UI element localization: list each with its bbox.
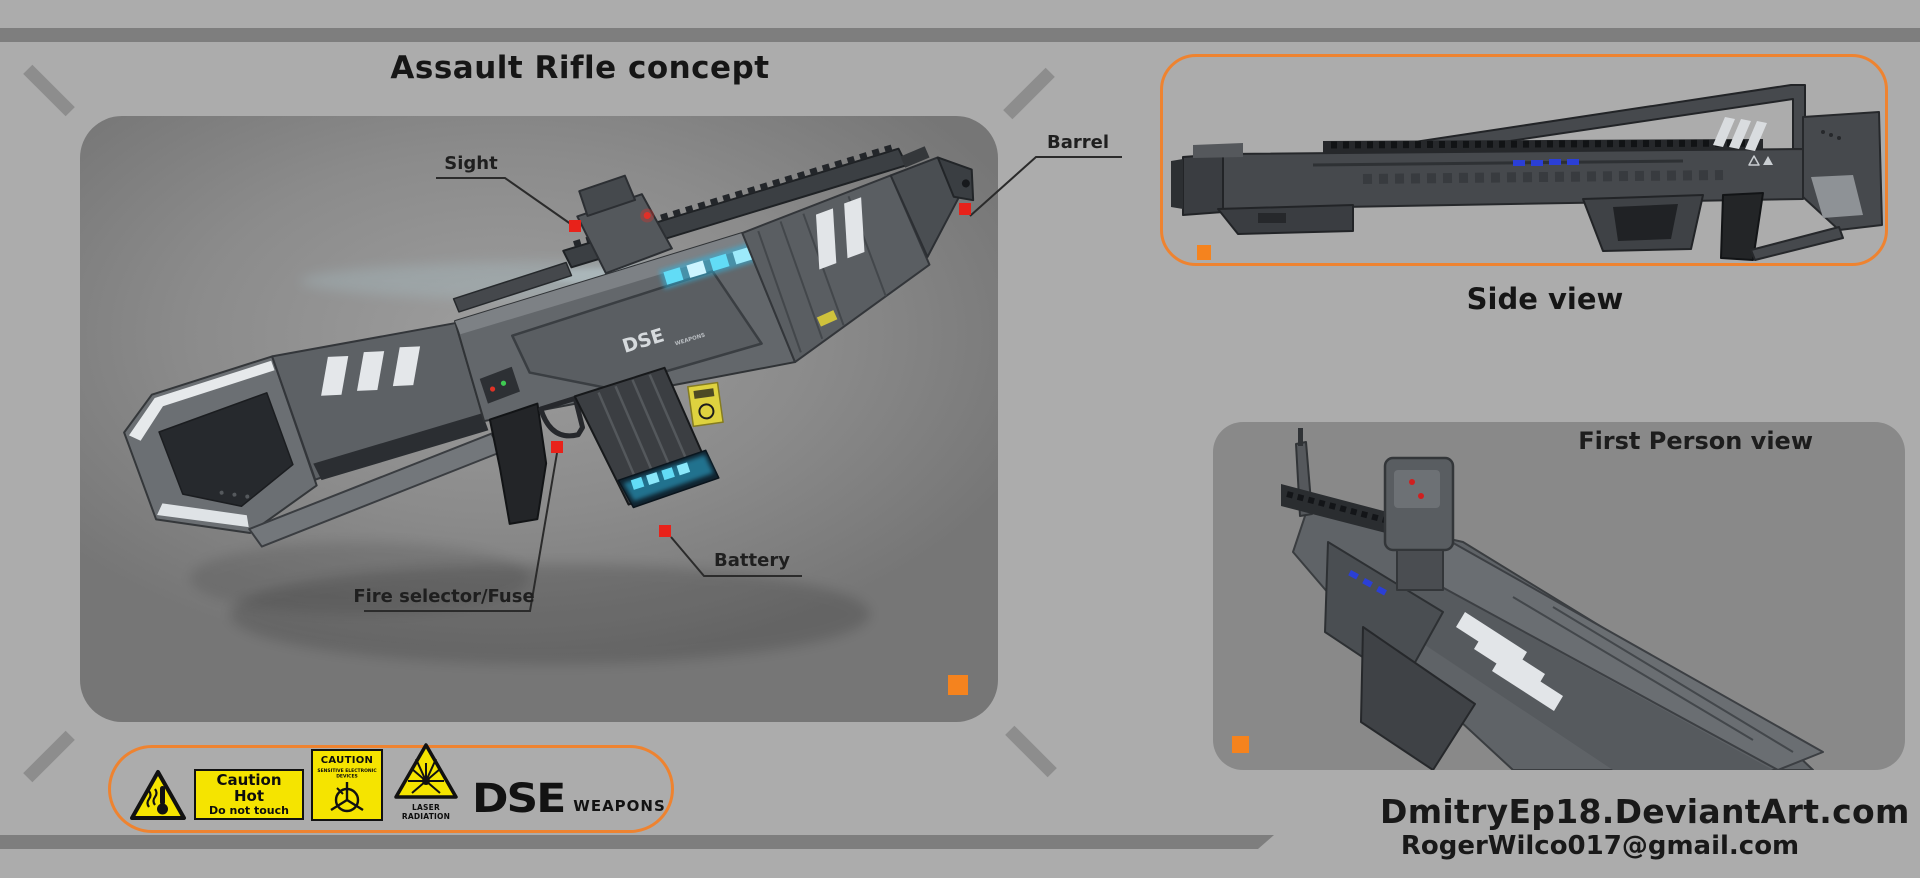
side-view-caption: Side view: [1466, 282, 1624, 316]
esd-caution-title: CAUTION: [320, 755, 374, 766]
corner-mark-top-left: [23, 64, 75, 117]
page-title: Assault Rifle concept: [390, 50, 770, 86]
email-address: RogerWilco017@gmail.com: [1400, 831, 1800, 861]
esd-warning-icon: [330, 782, 364, 813]
caution-hot-line3: Do not touch: [209, 803, 289, 817]
caution-strip: Caution Hot Do not touch CAUTION SENSITI…: [108, 743, 674, 833]
laser-warning-label: LASER RADIATION: [390, 741, 462, 821]
callout-battery-label: Battery: [714, 550, 790, 571]
first-person-view-panel: First Person view: [1213, 422, 1905, 770]
side-view-panel: [1160, 54, 1888, 266]
callout-fire-selector-label: Fire selector/Fuse: [353, 586, 535, 607]
callout-marker-battery: [659, 525, 671, 537]
corner-mark-bottom-right: [1005, 725, 1057, 778]
callout-marker-sight: [569, 220, 581, 232]
fp-rifle-illustration: [1281, 428, 1824, 770]
main-view-panel: DSE WEAPONS: [80, 116, 998, 722]
callout-barrel-label: Barrel: [1047, 132, 1109, 153]
callout-marker-fire-selector: [551, 441, 563, 453]
corner-mark-bottom-left: [23, 730, 75, 783]
hot-surface-warning-icon: [130, 770, 186, 820]
weapons-wordmark: WEAPONS: [573, 797, 666, 815]
orange-marker-main: [948, 675, 968, 695]
laser-warning-caption: LASER RADIATION: [401, 803, 451, 821]
orange-marker-fp: [1232, 736, 1249, 753]
caution-hot-label: Caution Hot Do not touch: [194, 769, 304, 820]
side-rifle-illustration: [1171, 84, 1883, 261]
main-rifle-body: DSE WEAPONS: [123, 143, 975, 548]
dse-logo: DSE: [472, 775, 566, 822]
main-rifle-illustration: DSE WEAPONS: [123, 143, 975, 664]
laser-warning-icon: [394, 743, 458, 799]
esd-caution-subtitle: SENSITIVE ELECTRONIC DEVICES: [317, 768, 377, 780]
brand-block: DSE WEAPONS: [472, 775, 666, 822]
callout-sight-label: Sight: [444, 153, 498, 174]
contact-block: DmitryEp18.DeviantArt.com RogerWilco017@…: [1380, 792, 1910, 861]
first-person-view-caption: First Person view: [1578, 427, 1813, 455]
caution-hot-line1: Caution: [216, 771, 282, 790]
top-divider-bar: [0, 28, 1920, 42]
esd-caution-label: CAUTION SENSITIVE ELECTRONIC DEVICES: [311, 749, 383, 821]
caution-hot-line2: Hot: [233, 786, 265, 805]
corner-mark-top-right: [1003, 67, 1055, 120]
orange-marker-side: [1197, 245, 1211, 260]
bottom-divider-bar: [0, 835, 1274, 849]
deviantart-url: DmitryEp18.DeviantArt.com: [1380, 792, 1910, 831]
callout-marker-barrel: [959, 203, 971, 215]
